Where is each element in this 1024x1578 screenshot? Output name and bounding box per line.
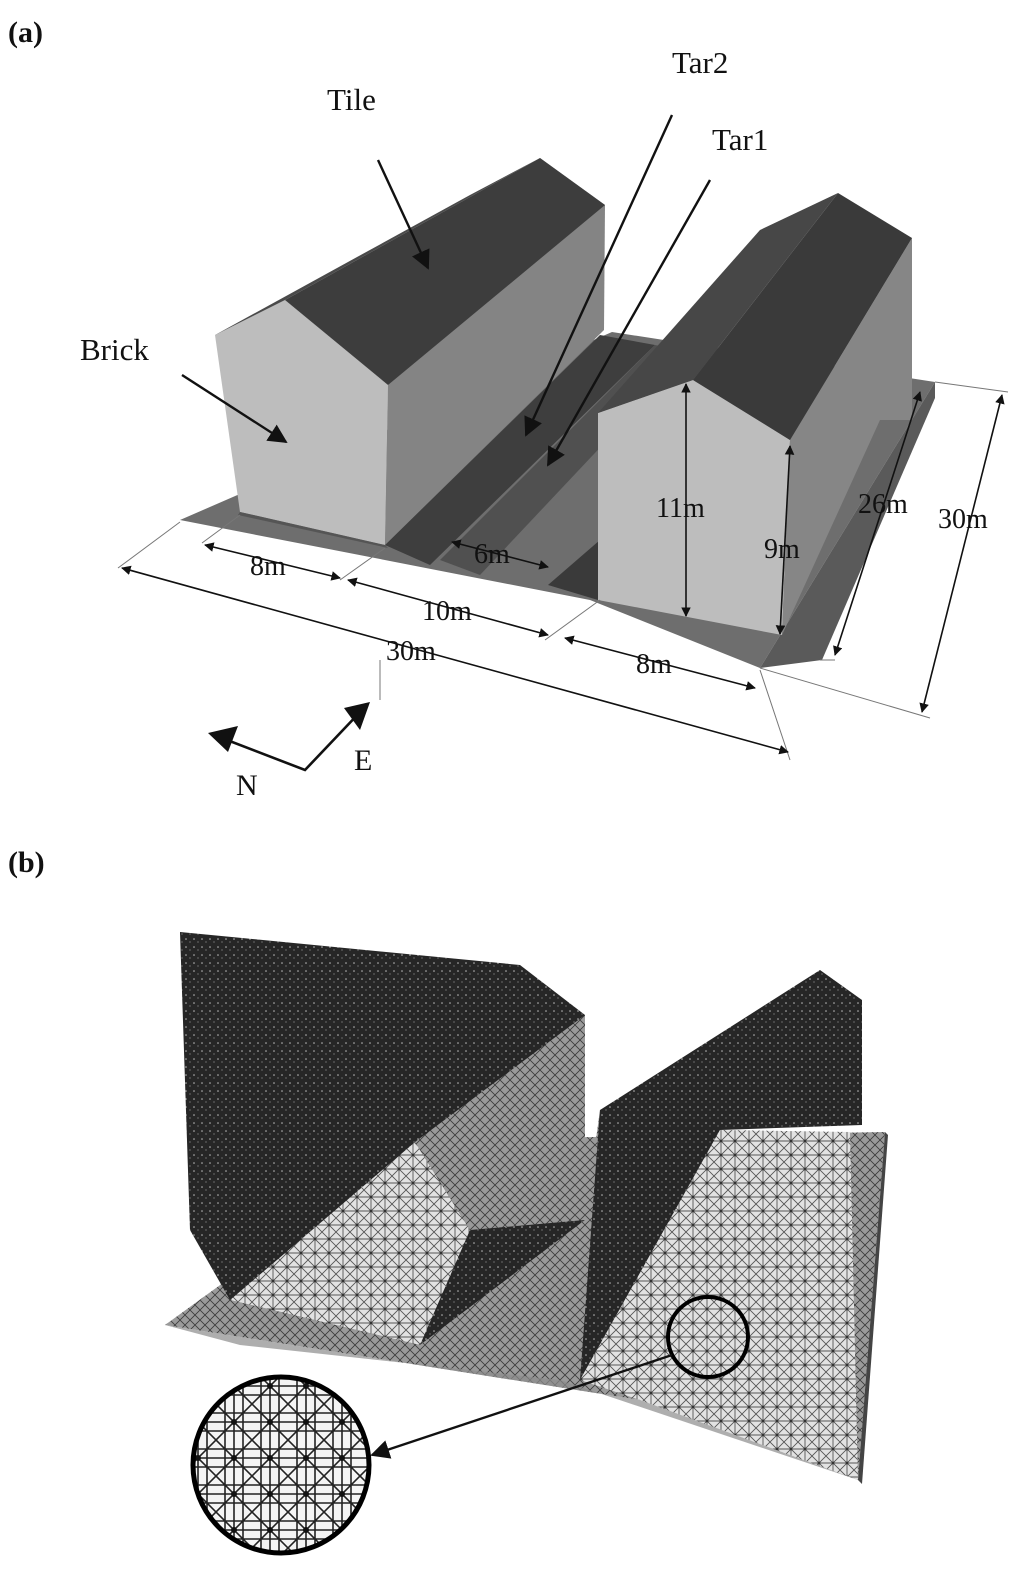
tile-arrow bbox=[376, 159, 430, 270]
label-length-26m: 26m bbox=[858, 489, 908, 520]
material-arrows bbox=[181, 114, 712, 467]
compass-east-label: E bbox=[354, 744, 372, 777]
brick-label: Brick bbox=[80, 332, 149, 367]
east-arrow-icon bbox=[344, 702, 370, 730]
label-spacing-10m: 10m bbox=[422, 596, 472, 627]
dim-total-width-30m bbox=[121, 565, 789, 755]
tar1-arrow bbox=[546, 179, 712, 467]
label-total-width-30m: 30m bbox=[386, 636, 436, 667]
brick-arrow bbox=[181, 373, 288, 444]
mesh-left-gable bbox=[230, 1142, 470, 1345]
tar1-label: Tar1 bbox=[712, 122, 768, 157]
mesh-zoom-callout bbox=[190, 1295, 750, 1556]
left-roof-near bbox=[215, 158, 540, 335]
left-building-base bbox=[238, 512, 388, 548]
dim-eave-height-9m bbox=[775, 445, 795, 635]
label-left-building-8m: 8m bbox=[250, 551, 286, 582]
panel-label-b: (b) bbox=[8, 846, 45, 879]
zoom-source-circle bbox=[666, 1295, 750, 1379]
tile-label: Tile bbox=[327, 82, 376, 117]
dim-street-6m bbox=[451, 539, 549, 570]
zoom-arrow bbox=[370, 1353, 673, 1459]
right-roof-near bbox=[598, 193, 838, 413]
zoom-detail-circle bbox=[193, 1377, 369, 1553]
left-building-gable bbox=[215, 300, 388, 545]
label-ridge-height-11m: 11m bbox=[656, 493, 705, 524]
dim-total-length-30m bbox=[919, 394, 1005, 713]
dim-length-26m bbox=[833, 391, 922, 656]
dimension-lines bbox=[117, 381, 1009, 761]
mesh-left-side bbox=[415, 1015, 585, 1230]
scene-3d-model bbox=[180, 158, 935, 668]
north-arrow-icon bbox=[208, 726, 238, 752]
label-right-building-8m: 8m bbox=[636, 649, 672, 680]
mesh-left-roof bbox=[180, 932, 415, 1300]
panel-label-a: (a) bbox=[8, 16, 43, 49]
compass-north-label: N bbox=[236, 769, 258, 802]
label-eave-height-9m: 9m bbox=[764, 534, 800, 565]
left-roof-far bbox=[285, 158, 605, 385]
mesh-right-gable bbox=[580, 1130, 858, 1480]
right-roof-far bbox=[693, 193, 912, 440]
compass-rose bbox=[208, 702, 370, 772]
tar2-label: Tar2 bbox=[672, 45, 728, 80]
mesh-model bbox=[165, 932, 888, 1484]
tar2-strip bbox=[385, 335, 655, 565]
label-street-6m: 6m bbox=[474, 539, 510, 570]
mesh-right-roof bbox=[580, 970, 862, 1380]
tar2-arrow bbox=[524, 114, 674, 437]
left-building-side-wall bbox=[385, 158, 605, 545]
label-total-length-30m: 30m bbox=[938, 504, 988, 535]
